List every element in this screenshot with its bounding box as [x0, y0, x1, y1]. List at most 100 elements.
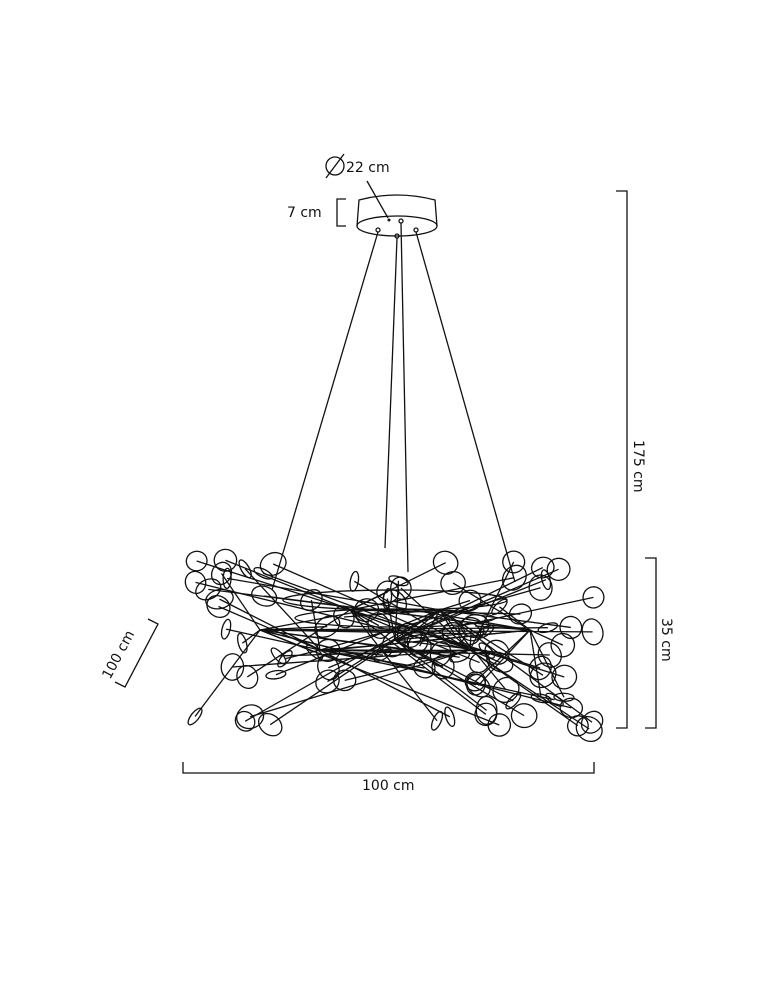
depth-dimension: 100 cm	[99, 618, 159, 688]
bulb-leaf	[580, 710, 604, 734]
bulb-leaf	[429, 641, 452, 667]
bulb-leaf	[413, 657, 436, 679]
branch-stem	[319, 587, 541, 651]
bulb-leaf	[486, 651, 514, 673]
branch-stem	[349, 609, 380, 627]
bulb-leaf	[528, 574, 553, 601]
bulb-leaf	[184, 570, 207, 595]
bud-leaf	[253, 566, 274, 580]
branch-stem	[194, 629, 261, 717]
bulb-leaf	[510, 703, 538, 729]
bud-leaf	[220, 618, 232, 640]
suspension-wires	[271, 222, 516, 591]
bulb-leaf	[299, 589, 323, 612]
bulb-leaf	[502, 550, 526, 574]
bud-leaf	[388, 575, 409, 587]
bulb-leaf	[251, 585, 278, 607]
branch-stem	[477, 629, 531, 686]
bulb-leaf	[492, 676, 520, 703]
branch-stem	[259, 629, 470, 635]
bud-leaf	[238, 559, 252, 579]
branch-stem	[208, 588, 531, 631]
bulb-leaf	[581, 618, 604, 646]
branch-stem	[349, 562, 446, 611]
bulb-leaf	[530, 556, 555, 579]
fixture-height-dimension: 35 cm	[645, 557, 674, 729]
branch-stem	[272, 563, 471, 651]
canopy-diameter-label: 22 cm	[346, 160, 390, 176]
branch-stem	[439, 609, 544, 676]
bulb-leaf	[210, 561, 233, 586]
bulb-leaf	[559, 615, 583, 640]
bulb-leaf	[550, 632, 576, 658]
bulb-leaf	[367, 612, 391, 639]
branch-stem	[259, 629, 500, 726]
branch-stem	[319, 649, 383, 656]
bulb-leaf	[185, 550, 208, 572]
total-height-label: 175 cm	[630, 440, 646, 493]
branch-stem	[349, 609, 480, 664]
branch-stem	[319, 649, 425, 669]
canopy-height-label: 7 cm	[287, 205, 322, 221]
bud-leaf	[505, 692, 522, 710]
fixture-height-label: 35 cm	[658, 618, 674, 662]
branch-stem	[219, 598, 321, 651]
branch-stem	[225, 559, 351, 611]
canopy-diameter-dimension: 22 cm	[325, 153, 390, 219]
branch-stem	[218, 605, 321, 651]
bud-leaf	[265, 669, 287, 680]
bulb-leaf	[528, 655, 552, 681]
branch-stem	[386, 598, 396, 641]
branch-stem	[394, 580, 400, 641]
bulb-leaf	[431, 654, 455, 680]
bulb-leaf	[213, 548, 238, 572]
branch-stem	[529, 629, 564, 646]
bulb-leaf	[575, 715, 603, 743]
width-label: 100 cm	[362, 778, 415, 794]
branch-stem	[310, 599, 321, 651]
ceiling-canopy	[356, 194, 438, 239]
branch-stem	[319, 649, 451, 718]
bulb-leaf	[466, 673, 491, 698]
branch-stem	[394, 579, 547, 641]
bulb-leaf	[234, 710, 256, 732]
branch-stem	[259, 629, 441, 655]
branch-stem	[394, 600, 441, 611]
bulb-leaf	[582, 586, 605, 609]
branch-stem	[353, 580, 471, 651]
branch-stem	[259, 609, 367, 631]
bud-leaf	[187, 707, 203, 726]
branch-stem	[394, 631, 486, 641]
bulb-leaf	[469, 651, 491, 674]
branch-stem	[259, 629, 572, 709]
chandelier-branches	[184, 548, 605, 743]
bud-leaf	[540, 569, 552, 591]
bulb-leaf	[529, 662, 557, 689]
branch-stem	[417, 629, 531, 643]
bud-leaf	[430, 710, 444, 731]
canopy-height-dimension: 7 cm	[287, 198, 346, 227]
branch-stem	[529, 629, 542, 699]
bulb-leaf	[508, 603, 533, 625]
branch-stem	[225, 628, 321, 651]
bulb-leaf	[440, 571, 466, 596]
bulb-leaf	[220, 653, 245, 681]
branch-stem	[349, 577, 515, 611]
bulb-leaf	[432, 550, 459, 575]
branch-stem	[328, 639, 396, 669]
bud-leaf	[222, 567, 232, 590]
branch-stem	[249, 649, 471, 718]
branch-stem	[349, 609, 487, 715]
bulb-leaf	[259, 551, 287, 576]
branch-stem	[439, 609, 455, 634]
bulb-leaf	[487, 713, 512, 737]
bulb-leaf	[317, 655, 340, 681]
bulb-leaf	[559, 697, 584, 719]
branch-stem	[244, 609, 441, 722]
branch-stem	[246, 609, 351, 678]
branch-stem	[349, 609, 521, 615]
bulb-leaf	[315, 669, 340, 694]
branch-stem	[469, 649, 579, 727]
branch-stem	[439, 599, 471, 611]
